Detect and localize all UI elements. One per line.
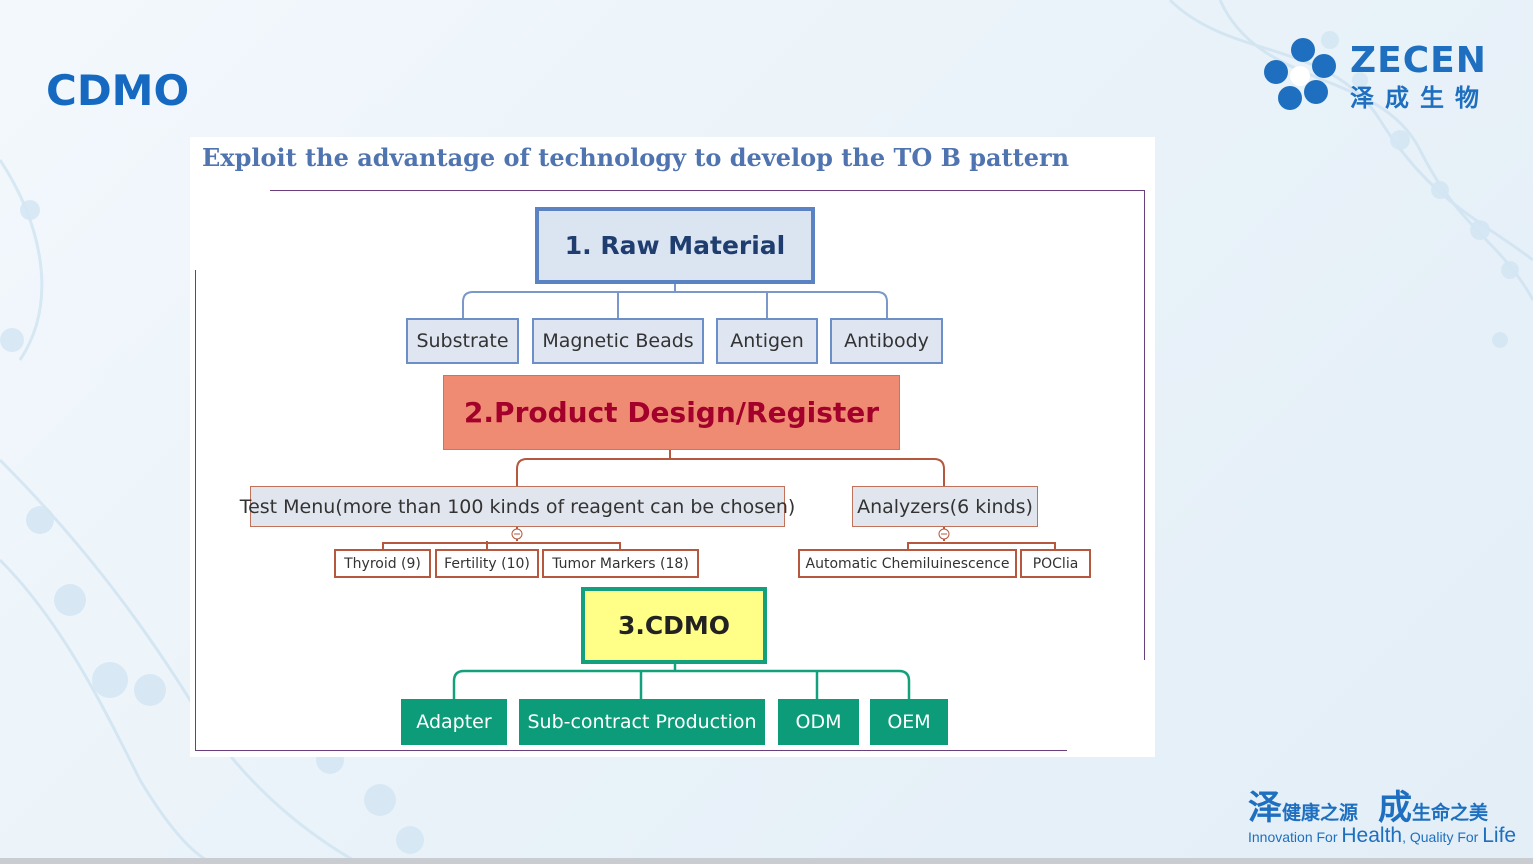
raw-material-item-substrate: Substrate bbox=[406, 318, 519, 364]
slide-title: CDMO bbox=[46, 66, 190, 115]
frame-right-line bbox=[1144, 190, 1145, 660]
company-logo: ZECEN 泽成生物 bbox=[1258, 36, 1518, 116]
panel-heading: Exploit the advantage of technology to d… bbox=[202, 143, 1070, 172]
raw-material-box: 1. Raw Material bbox=[535, 207, 815, 284]
logo-name-en: ZECEN bbox=[1350, 40, 1487, 81]
tagline-english: Innovation For Health, Quality For Life bbox=[1248, 824, 1516, 848]
logo-name-cn: 泽成生物 bbox=[1350, 84, 1490, 112]
cdmo-item-oem: OEM bbox=[870, 699, 948, 745]
tagline-chinese: 泽健康之源成生命之美 bbox=[1248, 780, 1488, 829]
tagline-en-life: Life bbox=[1482, 824, 1517, 847]
cdmo-item-odm: ODM bbox=[778, 699, 859, 745]
tagline-en-part3: , Quality For bbox=[1402, 829, 1483, 845]
raw-material-item-magnetic-beads: Magnetic Beads bbox=[532, 318, 704, 364]
frame-bottom-line bbox=[195, 750, 1067, 751]
raw-material-item-antibody: Antibody bbox=[830, 318, 943, 364]
diagram-panel: Exploit the advantage of technology to d… bbox=[190, 137, 1155, 757]
frame-top-line bbox=[270, 190, 1145, 191]
product-design-box: 2.Product Design/Register bbox=[443, 375, 900, 450]
tagline-cn1-small: 健康之源 bbox=[1282, 802, 1359, 824]
test-menu-item-fertility: Fertility (10) bbox=[435, 549, 539, 578]
analyzer-item-automatic-chemiluminescence: Automatic Chemiluinescence bbox=[798, 549, 1017, 578]
analyzers-box: Analyzers(6 kinds) bbox=[852, 486, 1038, 527]
analyzer-item-poclia: POClia bbox=[1020, 549, 1091, 578]
tagline-en-part1: Innovation For bbox=[1248, 829, 1342, 845]
logo-icon bbox=[1264, 38, 1336, 110]
tagline-en-health: Health bbox=[1341, 824, 1403, 847]
test-menu-item-tumor-markers: Tumor Markers (18) bbox=[542, 549, 699, 578]
cdmo-box: 3.CDMO bbox=[581, 587, 767, 664]
tagline-cn2-small: 生命之美 bbox=[1412, 802, 1489, 824]
test-menu-box: Test Menu(more than 100 kinds of reagent… bbox=[240, 486, 795, 527]
raw-material-item-antigen: Antigen bbox=[716, 318, 818, 364]
cdmo-item-sub-contract-production: Sub-contract Production bbox=[519, 699, 765, 745]
cdmo-item-adapter: Adapter bbox=[401, 699, 507, 745]
bottom-strip bbox=[0, 858, 1533, 864]
frame-left-line bbox=[195, 270, 196, 750]
tagline-cn1-big: 泽 bbox=[1248, 788, 1282, 828]
diagram-connectors bbox=[382, 283, 1056, 699]
test-menu-item-thyroid: Thyroid (9) bbox=[334, 549, 431, 578]
tagline-cn2-big: 成 bbox=[1378, 788, 1413, 828]
